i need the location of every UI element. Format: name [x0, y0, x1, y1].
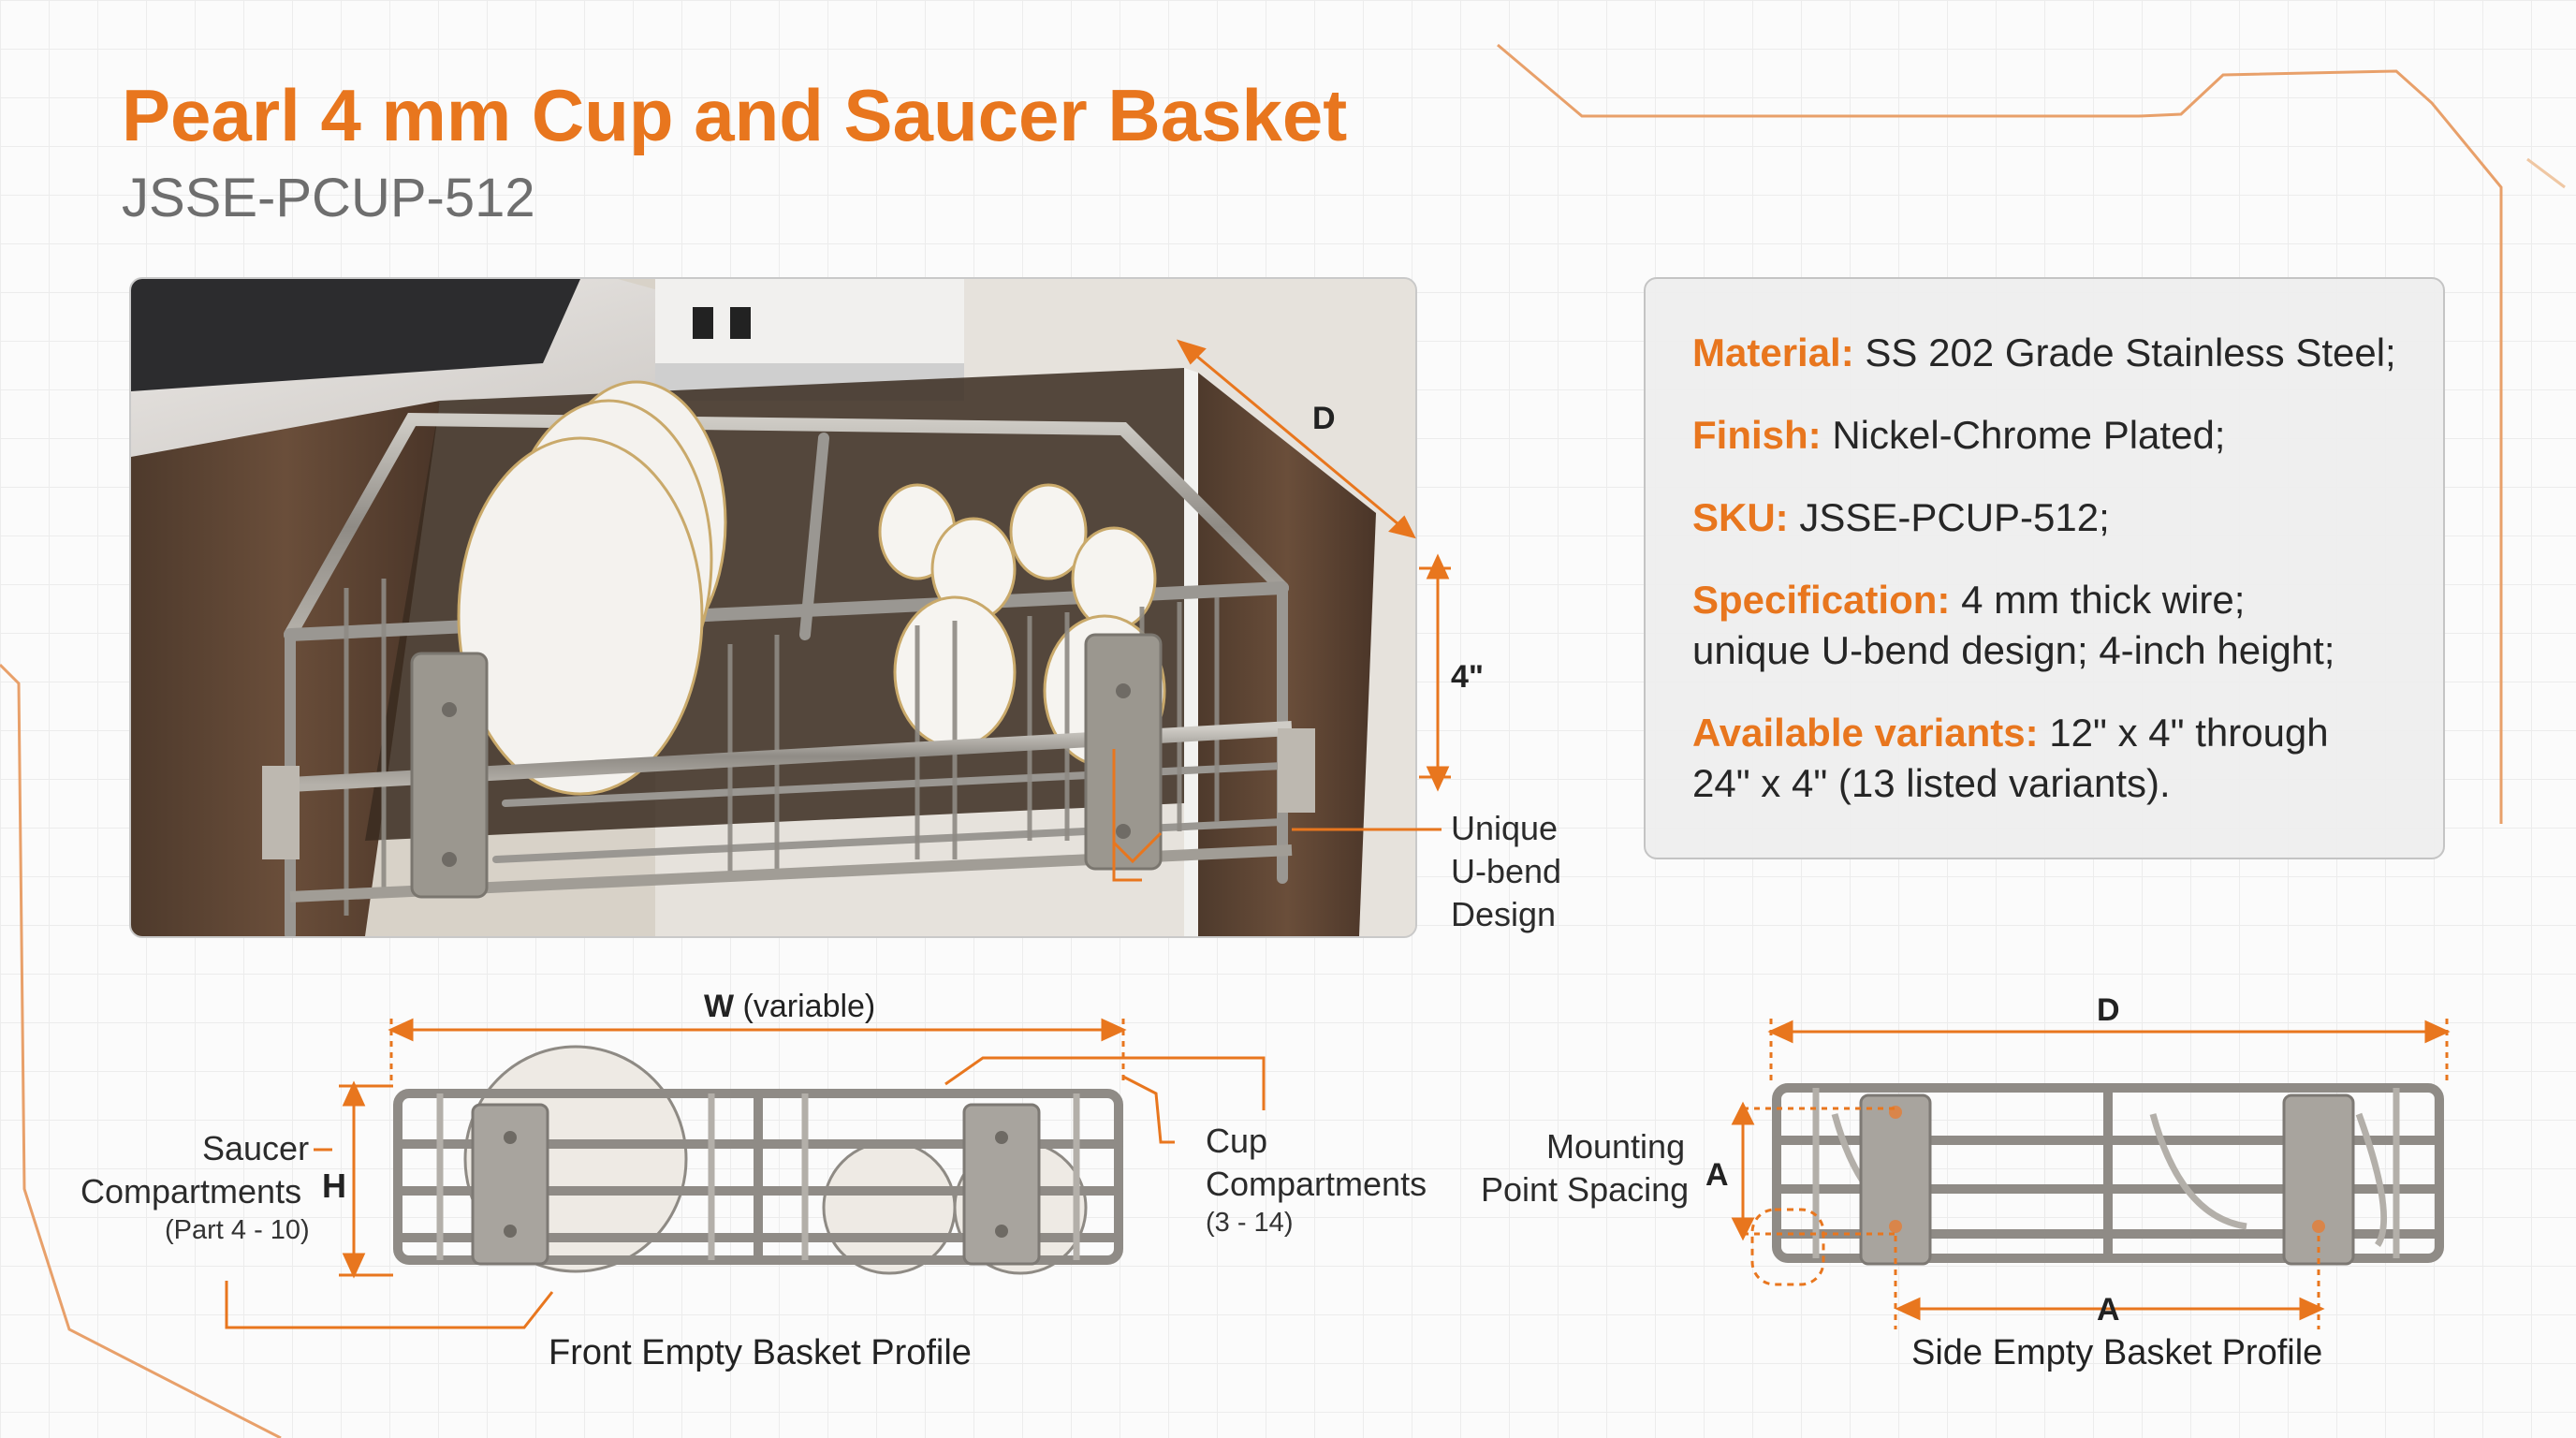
u-bend-callout-line3: Design: [1451, 895, 1557, 933]
spec-variants: Available variants: 12" x 4" through 24" …: [1692, 708, 2396, 809]
spec-sku-value: JSSE-PCUP-512;: [1799, 495, 2110, 539]
cup-label-line1: Cup: [1206, 1122, 1268, 1160]
side-spacing-letter-bottom: A: [2097, 1292, 2120, 1328]
spec-variants-value-2: 24" x 4" (13 listed variants).: [1692, 761, 2171, 805]
spec-material-value: SS 202 Grade Stainless Steel;: [1865, 330, 2396, 374]
spec-specification: Specification: 4 mm thick wire; unique U-…: [1692, 575, 2396, 676]
product-photo: [129, 277, 1417, 938]
spec-variants-value-1: 12" x 4" through: [2049, 711, 2329, 755]
u-bend-callout-line2: U-bend: [1451, 852, 1562, 890]
saucer-label-line1: Saucer: [202, 1129, 310, 1167]
front-height-letter: H: [322, 1167, 346, 1205]
cup-label-line2: Compartments: [1206, 1165, 1427, 1203]
spec-finish: Finish: Nickel-Chrome Plated;: [1692, 410, 2396, 461]
front-width-letter: W: [704, 989, 735, 1024]
u-bend-callout-line: [1112, 749, 1442, 882]
saucer-note: (Part 4 - 10): [165, 1215, 310, 1245]
specifications-card: Material: SS 202 Grade Stainless Steel; …: [1644, 277, 2445, 859]
front-width-note: (variable): [742, 989, 876, 1024]
spec-sku-label: SKU:: [1692, 495, 1789, 539]
spec-specification-value-2: unique U-bend design; 4-inch height;: [1692, 628, 2335, 672]
spec-finish-label: Finish:: [1692, 413, 1822, 457]
mounting-label-line2: Point Spacing: [1481, 1170, 1690, 1209]
side-profile-caption: Side Empty Basket Profile: [1911, 1333, 2323, 1372]
front-profile-caption: Front Empty Basket Profile: [549, 1333, 972, 1372]
front-width-dimension: W (variable): [704, 989, 875, 1025]
mounting-label-line1: Mounting: [1546, 1127, 1686, 1166]
photo-dimension-lines: [1176, 339, 1451, 792]
product-sku-subtitle: JSSE-PCUP-512: [122, 168, 535, 228]
saucer-label-line2: Compartments: [80, 1172, 302, 1211]
spec-material: Material: SS 202 Grade Stainless Steel;: [1692, 328, 2396, 378]
spec-material-label: Material:: [1692, 330, 1854, 374]
cup-note: (3 - 14): [1206, 1208, 1294, 1238]
side-depth-letter: D: [2097, 992, 2120, 1028]
photo-depth-letter: D: [1312, 401, 1336, 436]
photo-height-label: 4": [1451, 659, 1485, 695]
page-title: Pearl 4 mm Cup and Saucer Basket: [122, 74, 1348, 156]
spec-sku: SKU: JSSE-PCUP-512;: [1692, 492, 2396, 543]
spec-specification-value-1: 4 mm thick wire;: [1961, 578, 2246, 622]
spec-specification-label: Specification:: [1692, 578, 1951, 622]
spec-finish-value: Nickel-Chrome Plated;: [1832, 413, 2226, 457]
spec-variants-label: Available variants:: [1692, 711, 2039, 755]
side-spacing-letter-left: A: [1705, 1157, 1729, 1193]
u-bend-callout-line1: Unique: [1451, 809, 1559, 847]
